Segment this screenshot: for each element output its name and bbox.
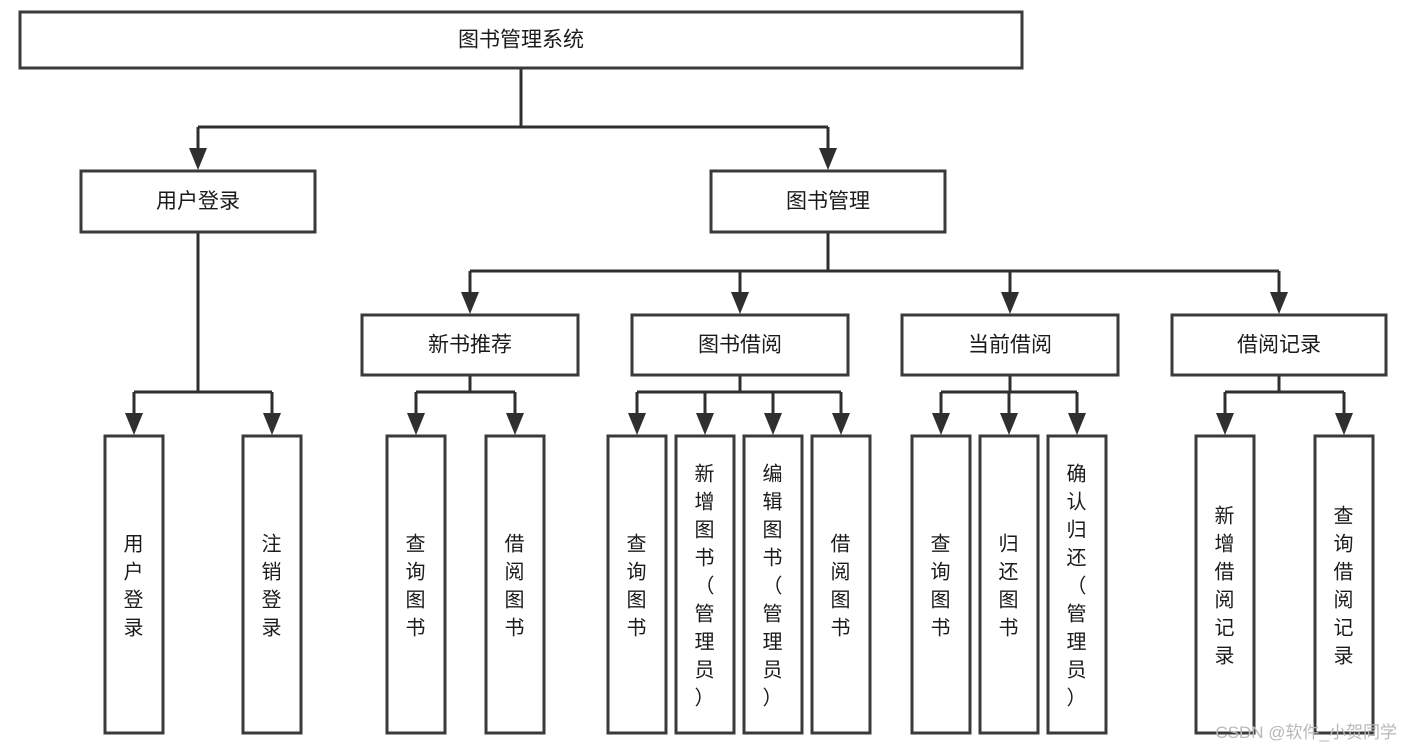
arrow-head-icon <box>263 413 281 435</box>
node-label: 借阅图书 <box>831 532 852 639</box>
arrow-head-icon <box>819 148 837 170</box>
node-box[interactable] <box>1046 434 1108 735</box>
node-label: 编辑图书（管理员） <box>763 462 784 709</box>
node-box[interactable] <box>742 434 804 735</box>
node-label: 借阅图书 <box>505 532 526 639</box>
node-box[interactable] <box>606 434 668 735</box>
node-box[interactable] <box>709 169 947 234</box>
node-root[interactable] <box>18 10 1024 70</box>
arrow-head-icon <box>461 292 479 314</box>
node-label: 注销登录 <box>262 532 283 639</box>
node-box[interactable] <box>910 434 972 735</box>
node-label: 图书管理系统 <box>458 29 584 52</box>
arrow-head-icon <box>1270 292 1288 314</box>
node-box[interactable] <box>1194 434 1256 735</box>
node-label: 新书推荐 <box>428 334 512 357</box>
node-record-add[interactable] <box>1194 434 1256 735</box>
node-box[interactable] <box>674 434 736 735</box>
node-book-management[interactable] <box>709 169 947 234</box>
node-user-logout-action[interactable] <box>241 434 303 735</box>
arrow-head-icon <box>1335 413 1353 435</box>
node-label: 查询图书 <box>931 532 952 639</box>
arrow-head-icon <box>731 292 749 314</box>
node-borrow-query-book[interactable] <box>606 434 668 735</box>
arrow-head-icon <box>407 413 425 435</box>
node-box[interactable] <box>1313 434 1375 735</box>
node-box[interactable] <box>810 434 872 735</box>
node-book-borrow[interactable] <box>630 313 850 377</box>
node-label: 图书管理 <box>786 190 870 213</box>
csdn-watermark: CSDN @软件_小贺同学 <box>1215 723 1397 742</box>
arrow-head-icon <box>1001 292 1019 314</box>
node-label: 查询图书 <box>627 532 648 639</box>
arrow-head-icon <box>1216 413 1234 435</box>
node-box[interactable] <box>79 169 317 234</box>
node-record-query[interactable] <box>1313 434 1375 735</box>
node-recommend-borrow-book[interactable] <box>484 434 546 735</box>
node-label: 确认归还（管理员） <box>1067 462 1088 709</box>
node-box[interactable] <box>484 434 546 735</box>
node-label: 新增借阅记录 <box>1215 504 1236 667</box>
node-label: 用户登录 <box>156 190 240 213</box>
node-box[interactable] <box>103 434 165 735</box>
arrow-head-icon <box>832 413 850 435</box>
node-user-login[interactable] <box>79 169 317 234</box>
node-label: 新增图书（管理员） <box>695 462 716 709</box>
node-label: 归还图书 <box>999 532 1020 639</box>
node-current-query-book[interactable] <box>910 434 972 735</box>
node-box[interactable] <box>18 10 1024 70</box>
arrow-head-icon <box>125 413 143 435</box>
node-borrow-add-book-admin[interactable] <box>674 434 736 735</box>
node-box[interactable] <box>1170 313 1388 377</box>
node-box[interactable] <box>978 434 1040 735</box>
arrow-head-icon <box>696 413 714 435</box>
node-label: 用户登录 <box>124 533 145 639</box>
arrow-head-icon <box>1000 413 1018 435</box>
node-borrow-borrow-book[interactable] <box>810 434 872 735</box>
node-label: 查询借阅记录 <box>1334 504 1355 667</box>
arrow-head-icon <box>1068 413 1086 435</box>
node-current-return-book[interactable] <box>978 434 1040 735</box>
arrow-head-icon <box>506 413 524 435</box>
node-box[interactable] <box>385 434 447 735</box>
arrow-head-icon <box>932 413 950 435</box>
arrow-head-icon <box>764 413 782 435</box>
arrow-head-icon <box>189 148 207 170</box>
arrow-head-icon <box>628 413 646 435</box>
node-box[interactable] <box>630 313 850 377</box>
node-current-borrow[interactable] <box>900 313 1120 377</box>
node-user-login-action[interactable] <box>103 434 165 735</box>
node-label: 图书借阅 <box>698 334 782 357</box>
node-borrow-edit-book-admin[interactable] <box>742 434 804 735</box>
node-box[interactable] <box>360 313 580 377</box>
node-label: 借阅记录 <box>1237 334 1321 357</box>
node-label: 查询图书 <box>406 532 427 639</box>
node-label: 当前借阅 <box>968 334 1052 357</box>
node-new-book-recommend[interactable] <box>360 313 580 377</box>
node-box[interactable] <box>900 313 1120 377</box>
node-box[interactable] <box>241 434 303 735</box>
node-current-confirm-return-admin[interactable] <box>1046 434 1108 735</box>
node-borrow-record[interactable] <box>1170 313 1388 377</box>
node-recommend-query-book[interactable] <box>385 434 447 735</box>
